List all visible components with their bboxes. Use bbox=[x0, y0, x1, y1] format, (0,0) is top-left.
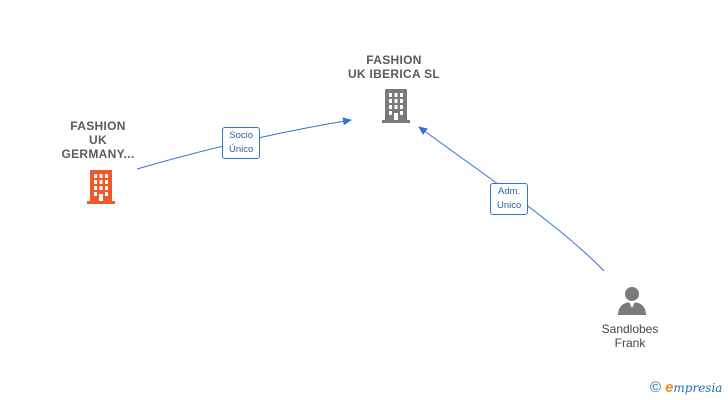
company-name-line: UK bbox=[89, 133, 107, 147]
brand-name: mpresia bbox=[673, 380, 723, 395]
edge-label-adm-unico[interactable]: Adm. Unico bbox=[490, 183, 529, 215]
copyright-symbol: © bbox=[650, 379, 662, 396]
company-label-fashion-uk-germany[interactable]: FASHION UK GERMANY... bbox=[48, 119, 148, 161]
person-icon[interactable] bbox=[616, 286, 648, 316]
brand-initial: e bbox=[665, 379, 674, 396]
company-name-line: FASHION bbox=[366, 53, 422, 67]
empresia-logo[interactable]: © e mpresia bbox=[650, 379, 722, 396]
person-name-line: Sandlobes bbox=[601, 322, 659, 336]
edge-label-line: Unico bbox=[497, 200, 522, 211]
company-name-line: GERMANY... bbox=[61, 147, 135, 161]
edge-label-line: Único bbox=[229, 144, 254, 155]
edge-label-line: Adm. bbox=[498, 186, 521, 197]
edge-label-socio-unico[interactable]: Socio Único bbox=[222, 127, 261, 159]
building-icon[interactable] bbox=[85, 169, 117, 205]
person-name-line: Frank bbox=[614, 336, 646, 350]
company-name-line: FASHION bbox=[70, 119, 126, 133]
edge-label-line: Socio bbox=[229, 130, 254, 141]
building-icon[interactable] bbox=[380, 88, 412, 124]
company-name-line: UK IBERICA SL bbox=[347, 67, 441, 81]
person-label-sandlobes-frank[interactable]: Sandlobes Frank bbox=[580, 322, 680, 350]
company-label-fashion-uk-iberica[interactable]: FASHION UK IBERICA SL bbox=[334, 53, 454, 81]
